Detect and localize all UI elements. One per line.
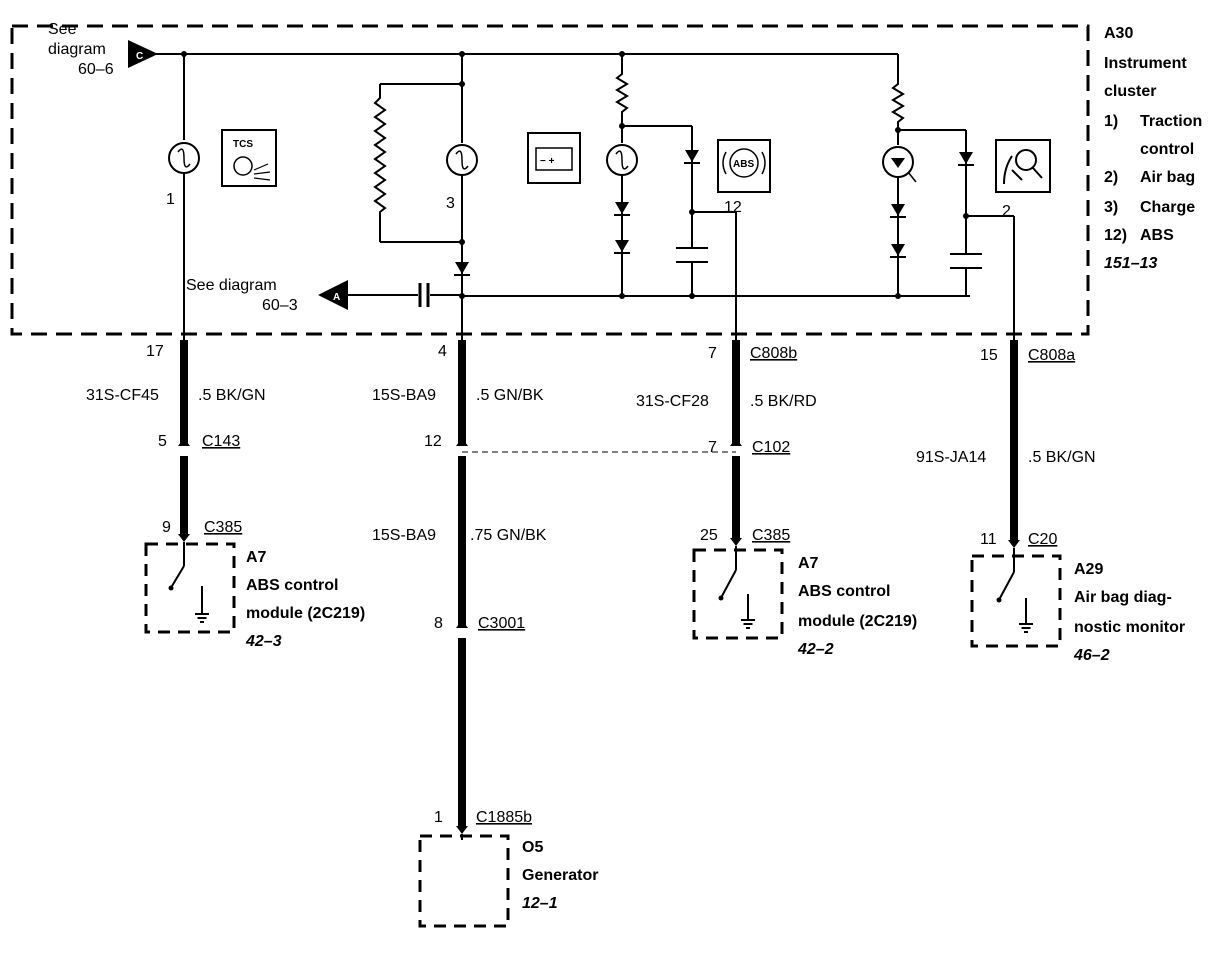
legend-text-1b: control bbox=[1140, 141, 1194, 158]
airbag-module-page: 46–2 bbox=[1073, 647, 1110, 664]
abs-module-right-page: 42–2 bbox=[797, 641, 834, 658]
legend-num-12: 12) bbox=[1104, 227, 1127, 244]
connector-c143: C143 bbox=[202, 433, 240, 450]
wire2-pin-top: 4 bbox=[438, 343, 447, 360]
diode-charge bbox=[455, 262, 469, 274]
wire3-pin-top: 7 bbox=[708, 345, 717, 362]
cluster-name-1: Instrument bbox=[1104, 55, 1187, 72]
abs-module-right-line1: ABS control bbox=[798, 583, 890, 600]
connector-c808a: C808a bbox=[1028, 347, 1075, 364]
offpage-a-page: 60–3 bbox=[262, 297, 298, 314]
wire1-circuit: 31S-CF45 bbox=[86, 387, 159, 404]
legend-text-2: Air bag bbox=[1140, 169, 1195, 186]
cluster-page-ref: 151–13 bbox=[1104, 255, 1157, 272]
wire2-pin-mid: 12 bbox=[424, 433, 442, 450]
battery-icon: − + bbox=[527, 132, 581, 184]
cluster-ref: A30 bbox=[1104, 25, 1133, 42]
airbag-module-ref: A29 bbox=[1074, 561, 1103, 578]
wire4-pin-bot: 11 bbox=[980, 531, 997, 548]
generator-page: 12–1 bbox=[522, 895, 558, 912]
abs-icon-text: ABS bbox=[733, 159, 754, 170]
abs-module-left[interactable] bbox=[144, 542, 236, 634]
tcs-icon: TCS bbox=[221, 129, 277, 187]
wire1-pin-bot: 9 bbox=[162, 519, 171, 536]
abs-module-right-line2: module (2C219) bbox=[798, 613, 917, 630]
abs-icon: ABS bbox=[717, 139, 771, 193]
connector-c808b: C808b bbox=[750, 345, 797, 362]
generator-ref: O5 bbox=[522, 839, 543, 856]
legend-num-3: 3) bbox=[1104, 199, 1118, 216]
legend-text-3: Charge bbox=[1140, 199, 1195, 216]
abs-module-left-ref: A7 bbox=[246, 549, 267, 566]
legend-num-2: 2) bbox=[1104, 169, 1118, 186]
offpage-a-letter: A bbox=[333, 292, 340, 303]
connector-c385-left: C385 bbox=[204, 519, 242, 536]
lamp-number-3: 3 bbox=[446, 195, 455, 212]
generator-module[interactable] bbox=[418, 834, 510, 928]
abs-module-right-ref: A7 bbox=[798, 555, 819, 572]
wire2-circuit: 15S-BA9 bbox=[372, 387, 436, 404]
connector-c20: C20 bbox=[1028, 531, 1057, 548]
offpage-c-see: See bbox=[48, 21, 77, 38]
legend-text-12: ABS bbox=[1140, 227, 1174, 244]
resistor-abs bbox=[615, 54, 629, 126]
resistor-airbag bbox=[891, 54, 905, 130]
cluster-name-2: cluster bbox=[1104, 83, 1156, 100]
tcs-icon-text: TCS bbox=[233, 139, 253, 150]
wire3-pin-bot: 25 bbox=[700, 527, 718, 544]
generator-name: Generator bbox=[522, 867, 598, 884]
airbag-module-line1: Air bag diag- bbox=[1074, 589, 1172, 606]
battery-icon-text: − + bbox=[540, 156, 555, 167]
connector-c1885b: C1885b bbox=[476, 809, 532, 826]
resistor-charge bbox=[373, 84, 387, 242]
wire3-pin-mid: 7 bbox=[708, 439, 717, 456]
connector-c385-right: C385 bbox=[752, 527, 790, 544]
wire1-pin-mid: 5 bbox=[158, 433, 167, 450]
offpage-connector-a[interactable]: A bbox=[318, 280, 348, 310]
offpage-c-diagram: diagram bbox=[48, 41, 106, 58]
wire4-spec: .5 BK/GN bbox=[1028, 449, 1096, 466]
legend-text-1: Traction bbox=[1140, 113, 1202, 130]
connector-c3001: C3001 bbox=[478, 615, 525, 632]
airbag-module-line2: nostic monitor bbox=[1074, 619, 1185, 636]
offpage-c-page: 60–6 bbox=[78, 61, 114, 78]
airbag-icon bbox=[995, 139, 1051, 193]
wire4-pin-top: 15 bbox=[980, 347, 998, 364]
wire2-circuit-2: 15S-BA9 bbox=[372, 527, 436, 544]
abs-module-left-line1: ABS control bbox=[246, 577, 338, 594]
wire2-spec: .5 GN/BK bbox=[476, 387, 544, 404]
wire2-pin-bot: 1 bbox=[434, 809, 443, 826]
wire1-pin-top: 17 bbox=[146, 343, 164, 360]
wire3-circuit: 31S-CF28 bbox=[636, 393, 709, 410]
wire2-pin-low: 8 bbox=[434, 615, 443, 632]
airbag-module[interactable] bbox=[970, 554, 1062, 648]
wire2-spec-2: .75 GN/BK bbox=[470, 527, 547, 544]
instrument-cluster-boundary bbox=[10, 24, 1090, 336]
lamp-number-12: 12 bbox=[724, 199, 742, 216]
offpage-a-see: See diagram bbox=[186, 277, 277, 294]
lamp-number-1: 1 bbox=[166, 191, 175, 208]
abs-module-right[interactable] bbox=[692, 548, 784, 640]
offpage-c-letter: C bbox=[136, 51, 143, 62]
legend-num-1: 1) bbox=[1104, 113, 1118, 130]
offpage-connector-c[interactable]: C bbox=[128, 40, 158, 68]
lamp-number-2: 2 bbox=[1002, 203, 1011, 220]
abs-module-left-line2: module (2C219) bbox=[246, 605, 365, 622]
connector-c102: C102 bbox=[752, 439, 790, 456]
wire1-spec: .5 BK/GN bbox=[198, 387, 266, 404]
abs-module-left-page: 42–3 bbox=[245, 633, 282, 650]
wire4-circuit: 91S-JA14 bbox=[916, 449, 986, 466]
wire3-spec: .5 BK/RD bbox=[750, 393, 817, 410]
